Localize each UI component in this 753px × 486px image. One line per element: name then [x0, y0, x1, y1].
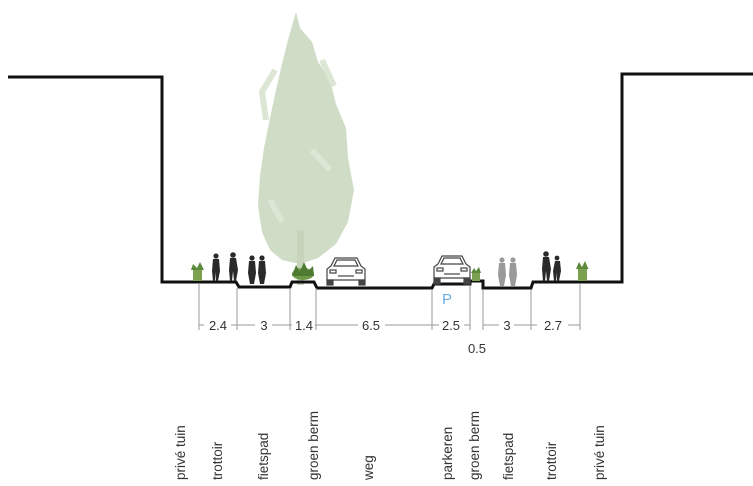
planter-icon [576, 261, 589, 281]
dimension-label: 2.5 [442, 318, 460, 333]
zone-label-prive-tuin: privé tuin [592, 425, 607, 480]
cyclist-icon [498, 257, 517, 286]
zone-label-parkeren: parkeren [440, 427, 455, 480]
dimension-ticks [198, 284, 581, 330]
pedestrian-icon [553, 255, 561, 281]
pedestrian-icon [542, 251, 551, 281]
cyclist-icon [248, 255, 266, 284]
dimension-label: 3 [260, 318, 267, 333]
car-icon [326, 257, 366, 286]
dimension-labels: 2.4 3 1.4 6.5 2.5 0.5 3 2.7 [209, 318, 562, 356]
zone-label-groen-berm: groen berm [467, 411, 482, 480]
zone-label-groen-berm: groen berm [306, 411, 321, 480]
car-icon [433, 255, 471, 285]
planter-icon [191, 262, 204, 281]
planter-icon [292, 262, 314, 280]
dimension-label: 6.5 [362, 318, 380, 333]
zone-label-prive-tuin: privé tuin [173, 425, 188, 480]
zone-label-trottoir: trottoir [210, 441, 225, 480]
parking-symbol: P [442, 291, 452, 308]
dimension-label: 0.5 [468, 341, 486, 356]
planter-icon [471, 267, 481, 281]
dimension-label: 3 [503, 318, 510, 333]
pedestrian-icon [212, 253, 220, 281]
dimension-label: 2.7 [544, 318, 562, 333]
tree-icon [258, 12, 354, 285]
dimension-label: 2.4 [209, 318, 227, 333]
zone-label-trottoir: trottoir [544, 441, 559, 480]
pedestrian-icon [229, 252, 238, 281]
ground-profile-line [8, 72, 753, 290]
zone-label-fietspad: fietspad [256, 433, 271, 480]
dimension-label: 1.4 [295, 318, 313, 333]
zone-label-fietspad: fietspad [501, 433, 516, 480]
zone-labels: privé tuin trottoir fietspad groen berm … [173, 411, 607, 481]
zone-label-weg: weg [361, 455, 376, 481]
